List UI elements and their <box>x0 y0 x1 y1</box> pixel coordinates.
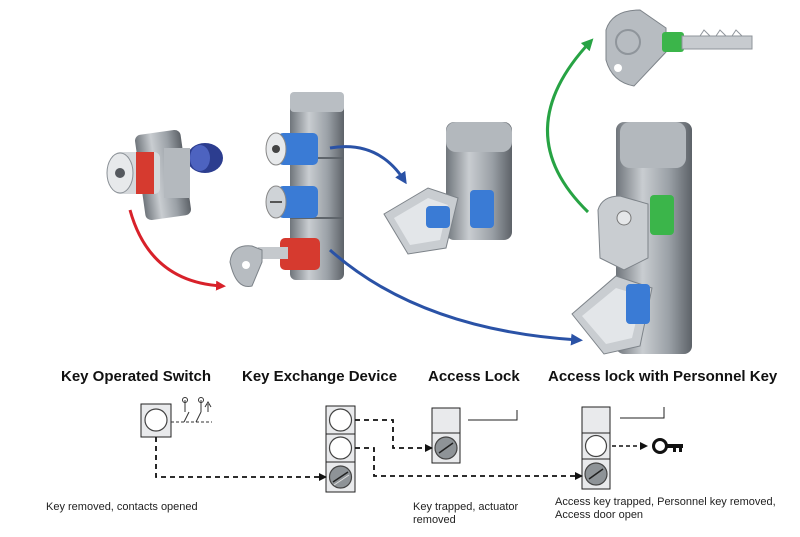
title-key-operated-switch: Key Operated Switch <box>61 368 212 385</box>
caption-personnel: Access key trapped, Personnel key remove… <box>555 496 776 522</box>
dashed-line-exchange-to-access-lock <box>355 419 433 452</box>
access-lock-personnel-key-image <box>571 122 692 355</box>
caption-access-lock-line1: Key trapped, actuator <box>413 501 519 513</box>
caption-personnel-line1: Access key trapped, Personnel key remove… <box>555 496 776 508</box>
key-icon <box>652 438 683 454</box>
title-key-exchange-device: Key Exchange Device <box>242 368 398 385</box>
green-arrow <box>546 38 594 214</box>
key-operated-switch-image <box>106 129 223 221</box>
switch-symbol <box>140 397 212 438</box>
title-access-lock: Access Lock <box>428 368 520 385</box>
dashed-line-switch-to-exchange <box>155 437 327 481</box>
blue-arrow-to-personnel-lock <box>329 248 583 346</box>
caption-access-lock-line2: removed <box>413 514 456 526</box>
key-exchange-device-image <box>229 92 344 287</box>
title-access-lock-personnel-key: Access lock with Personnel Key <box>548 368 778 385</box>
access-lock-image <box>383 122 512 255</box>
blue-arrow-to-access-lock <box>329 145 407 185</box>
exchange-symbol <box>325 405 356 493</box>
red-arrow <box>128 209 226 291</box>
dashed-line-exchange-to-personnel-lock <box>355 447 583 480</box>
caption-access-lock: Key trapped, actuator removed <box>413 501 518 527</box>
caption-personnel-line2: Access door open <box>555 509 644 521</box>
personnel-key-image <box>605 9 753 87</box>
access-lock-symbol <box>431 407 518 464</box>
personnel-lock-symbol <box>581 406 665 490</box>
caption-switch: Key removed, contacts opened <box>46 501 198 513</box>
